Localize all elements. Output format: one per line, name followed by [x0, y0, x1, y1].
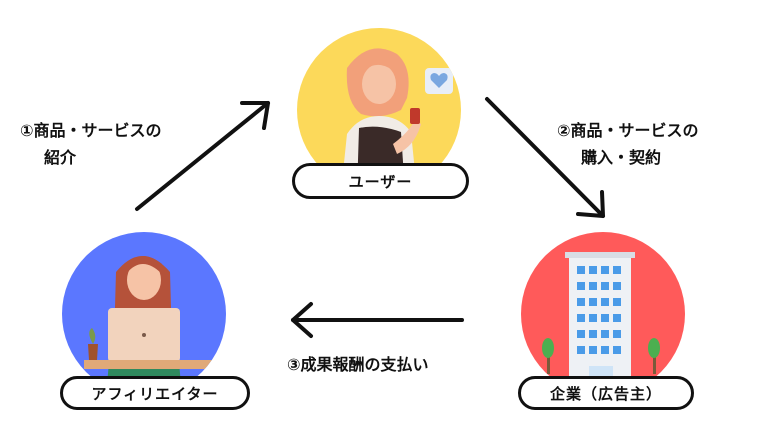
- company-label: 企業（広告主）: [518, 376, 694, 410]
- step-1-line-2: 紹介: [44, 148, 77, 167]
- step-3-label: ③成果報酬の支払い: [287, 351, 429, 378]
- affiliate-circle: [62, 232, 226, 396]
- affiliate-label: アフィリエイター: [60, 376, 250, 410]
- step-1-label: ①商品・サービスの 紹介: [20, 117, 162, 171]
- office-building-illustration: [542, 252, 660, 396]
- arrow-to-affiliate: [291, 302, 464, 338]
- step-2-line-2: 購入・契約: [581, 148, 662, 167]
- step-2-line-1: ②商品・サービスの: [557, 121, 699, 140]
- step-2-label: ②商品・サービスの 購入・契約: [557, 117, 699, 171]
- company-node: 企業（広告主）: [518, 232, 694, 412]
- user-label: ユーザー: [292, 163, 469, 199]
- arrow-to-user: [135, 101, 270, 211]
- woman-with-phone-illustration: [341, 48, 453, 192]
- arrow-to-company: [485, 97, 605, 218]
- affiliate-node: アフィリエイター: [60, 232, 250, 412]
- company-circle: [521, 232, 685, 396]
- woman-with-laptop-illustration: [84, 256, 214, 396]
- user-node: ユーザー: [290, 28, 470, 199]
- step-3-line-1: ③成果報酬の支払い: [287, 355, 429, 374]
- step-1-line-1: ①商品・サービスの: [20, 121, 162, 140]
